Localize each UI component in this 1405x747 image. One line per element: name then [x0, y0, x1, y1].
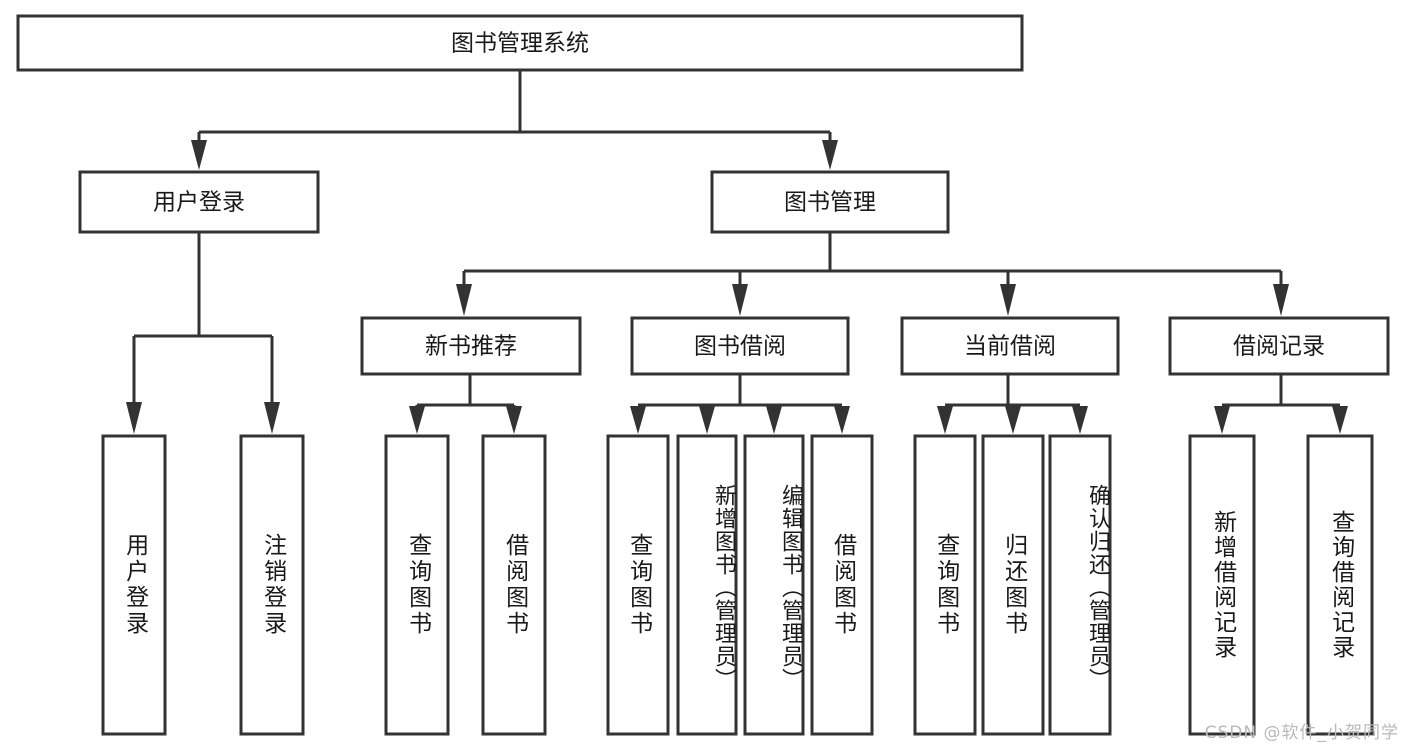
arrow-head-book-manage	[822, 140, 838, 170]
node-book-borrow-label: 图书借阅	[694, 334, 786, 360]
node-new-book-recommend[interactable]: 新书推荐	[360, 316, 582, 376]
arrow-head-leaf-add-record	[1214, 406, 1230, 434]
node-borrow-record[interactable]: 借阅记录	[1168, 316, 1390, 376]
arrow-head-leaf-borrow-book-2	[834, 406, 850, 434]
node-borrow-record-box[interactable]	[1168, 316, 1390, 376]
leaf-box-group	[101, 434, 1374, 736]
node-book-borrow[interactable]: 图书借阅	[630, 316, 850, 376]
arrow-head-book-borrow	[732, 284, 748, 316]
node-book-borrow-box[interactable]	[630, 316, 850, 376]
arrow-head-new-book-recommend	[456, 284, 472, 316]
leaf-box-borrow-book-2[interactable]	[810, 434, 874, 736]
arrow-head-leaf-query-record	[1332, 406, 1348, 434]
leaf-box-query-book-2[interactable]	[606, 434, 670, 736]
arrow-head-leaf-borrow-book-1	[506, 406, 522, 434]
arrow-head-leaf-confirm-return	[1072, 406, 1088, 434]
node-book-manage[interactable]: 图书管理	[710, 170, 950, 234]
connector-group	[126, 70, 1348, 434]
leaf-box-confirm-return[interactable]	[1048, 434, 1112, 736]
leaf-box-query-book-3[interactable]	[913, 434, 977, 736]
node-new-book-recommend-box[interactable]	[360, 316, 582, 376]
arrow-head-leaf-query-book-1	[409, 406, 425, 434]
leaf-box-return-book[interactable]	[981, 434, 1045, 736]
csdn-watermark: CSDN @软件_小贺同学	[1204, 723, 1399, 743]
node-user-login-box[interactable]	[78, 170, 320, 234]
node-current-borrow-label: 当前借阅	[964, 334, 1056, 360]
leaf-box-query-record[interactable]	[1306, 434, 1374, 736]
leaf-box-user-login[interactable]	[101, 434, 167, 736]
node-user-login[interactable]: 用户登录	[78, 170, 320, 234]
node-root-label: 图书管理系统	[451, 31, 589, 57]
arrow-head-leaf-query-book-2	[630, 406, 646, 434]
leaf-box-user-logout[interactable]	[239, 434, 305, 736]
node-book-manage-label: 图书管理	[784, 190, 876, 216]
node-current-borrow[interactable]: 当前借阅	[900, 316, 1120, 376]
node-borrow-record-label: 借阅记录	[1233, 334, 1325, 360]
node-book-manage-box[interactable]	[710, 170, 950, 234]
leaf-box-query-book-1[interactable]	[384, 434, 450, 736]
leaf-box-borrow-book-1[interactable]	[481, 434, 547, 736]
node-root-box[interactable]	[16, 14, 1024, 72]
leaf-box-add-book[interactable]	[676, 434, 738, 736]
arrow-head-leaf-add-book	[699, 406, 715, 434]
arrow-head-borrow-record	[1273, 284, 1289, 316]
leaf-box-edit-book[interactable]	[743, 434, 805, 736]
arrow-head-leaf-edit-book	[766, 406, 782, 434]
node-new-book-recommend-label: 新书推荐	[425, 334, 517, 360]
node-root[interactable]: 图书管理系统	[16, 14, 1024, 72]
arrow-head-leaf-user-logout	[264, 402, 280, 434]
arrow-head-user-login	[191, 140, 207, 170]
node-user-login-label: 用户登录	[153, 190, 245, 216]
arrow-head-leaf-user-login	[126, 402, 142, 434]
arrow-head-leaf-query-book-3	[937, 406, 953, 434]
arrow-head-leaf-return-book	[1005, 406, 1021, 434]
leaf-box-add-record[interactable]	[1188, 434, 1256, 736]
arrow-head-current-borrow	[1000, 284, 1016, 316]
node-current-borrow-box[interactable]	[900, 316, 1120, 376]
